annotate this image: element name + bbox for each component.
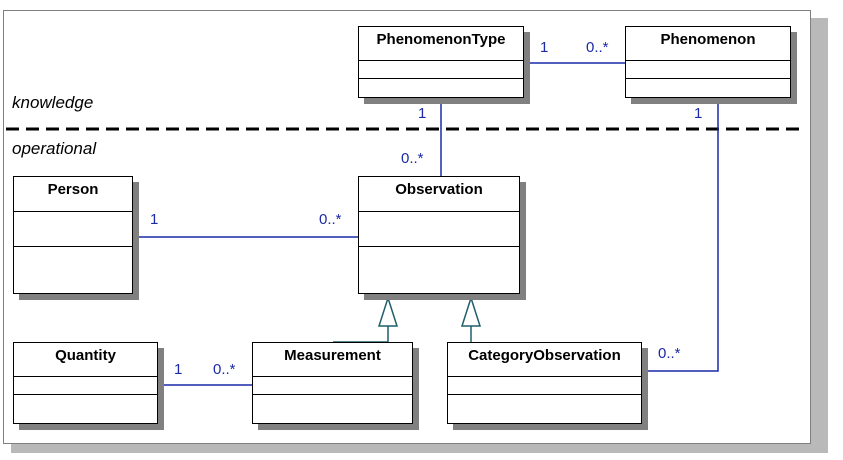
- class-box: Phenomenon: [625, 26, 791, 98]
- operation-compartment-divider: [626, 78, 790, 79]
- class-phenomenon[interactable]: Phenomenon: [625, 26, 797, 104]
- multiplicity-label: 0..*: [319, 211, 342, 228]
- multiplicity-label: 1: [174, 361, 183, 378]
- operation-compartment-divider: [359, 246, 519, 247]
- class-box: CategoryObservation: [447, 342, 642, 424]
- class-name: PhenomenonType: [376, 31, 506, 48]
- class-measurement[interactable]: Measurement: [252, 342, 419, 430]
- class-name: Measurement: [284, 347, 381, 364]
- attribute-compartment-divider: [359, 60, 523, 61]
- attribute-compartment-divider: [448, 376, 641, 377]
- multiplicity-label: 0..*: [586, 39, 609, 56]
- class-name: Quantity: [55, 347, 116, 364]
- class-quantity[interactable]: Quantity: [13, 342, 164, 430]
- class-name: Observation: [395, 181, 483, 198]
- zone-label-knowledge: knowledge: [12, 93, 94, 112]
- class-phenomenon-type[interactable]: PhenomenonType: [358, 26, 530, 104]
- attribute-compartment-divider: [14, 376, 157, 377]
- multiplicity-label: 1: [150, 211, 159, 228]
- operation-compartment-divider: [448, 394, 641, 395]
- class-box: Observation: [358, 176, 520, 294]
- class-box: Measurement: [252, 342, 413, 424]
- operation-compartment-divider: [253, 394, 412, 395]
- zone-label-operational: operational: [12, 139, 97, 158]
- multiplicity-label: 0..*: [213, 361, 236, 378]
- class-box: Person: [13, 176, 133, 294]
- generalization-arrowhead: [460, 295, 482, 327]
- multiplicity-label: 1: [540, 39, 549, 56]
- association-phenomenon-category: [642, 98, 719, 372]
- multiplicity-label: 1: [694, 105, 703, 122]
- attribute-compartment-divider: [359, 211, 519, 212]
- class-name: Person: [47, 181, 99, 198]
- attribute-compartment-divider: [14, 211, 132, 212]
- class-person[interactable]: Person: [13, 176, 139, 300]
- multiplicity-label: 0..*: [658, 345, 681, 362]
- class-box: PhenomenonType: [358, 26, 524, 98]
- class-name: CategoryObservation: [468, 347, 621, 364]
- multiplicity-label: 0..*: [401, 150, 424, 167]
- generalization-arrowhead: [377, 295, 399, 327]
- class-name: Phenomenon: [660, 31, 756, 48]
- operation-compartment-divider: [14, 394, 157, 395]
- multiplicity-label: 1: [418, 105, 427, 122]
- class-category-observation[interactable]: CategoryObservation: [447, 342, 648, 430]
- generalization-measurement-observation: [333, 326, 389, 343]
- operation-compartment-divider: [359, 78, 523, 79]
- attribute-compartment-divider: [253, 376, 412, 377]
- operation-compartment-divider: [14, 246, 132, 247]
- class-observation[interactable]: Observation: [358, 176, 526, 300]
- class-box: Quantity: [13, 342, 158, 424]
- attribute-compartment-divider: [626, 60, 790, 61]
